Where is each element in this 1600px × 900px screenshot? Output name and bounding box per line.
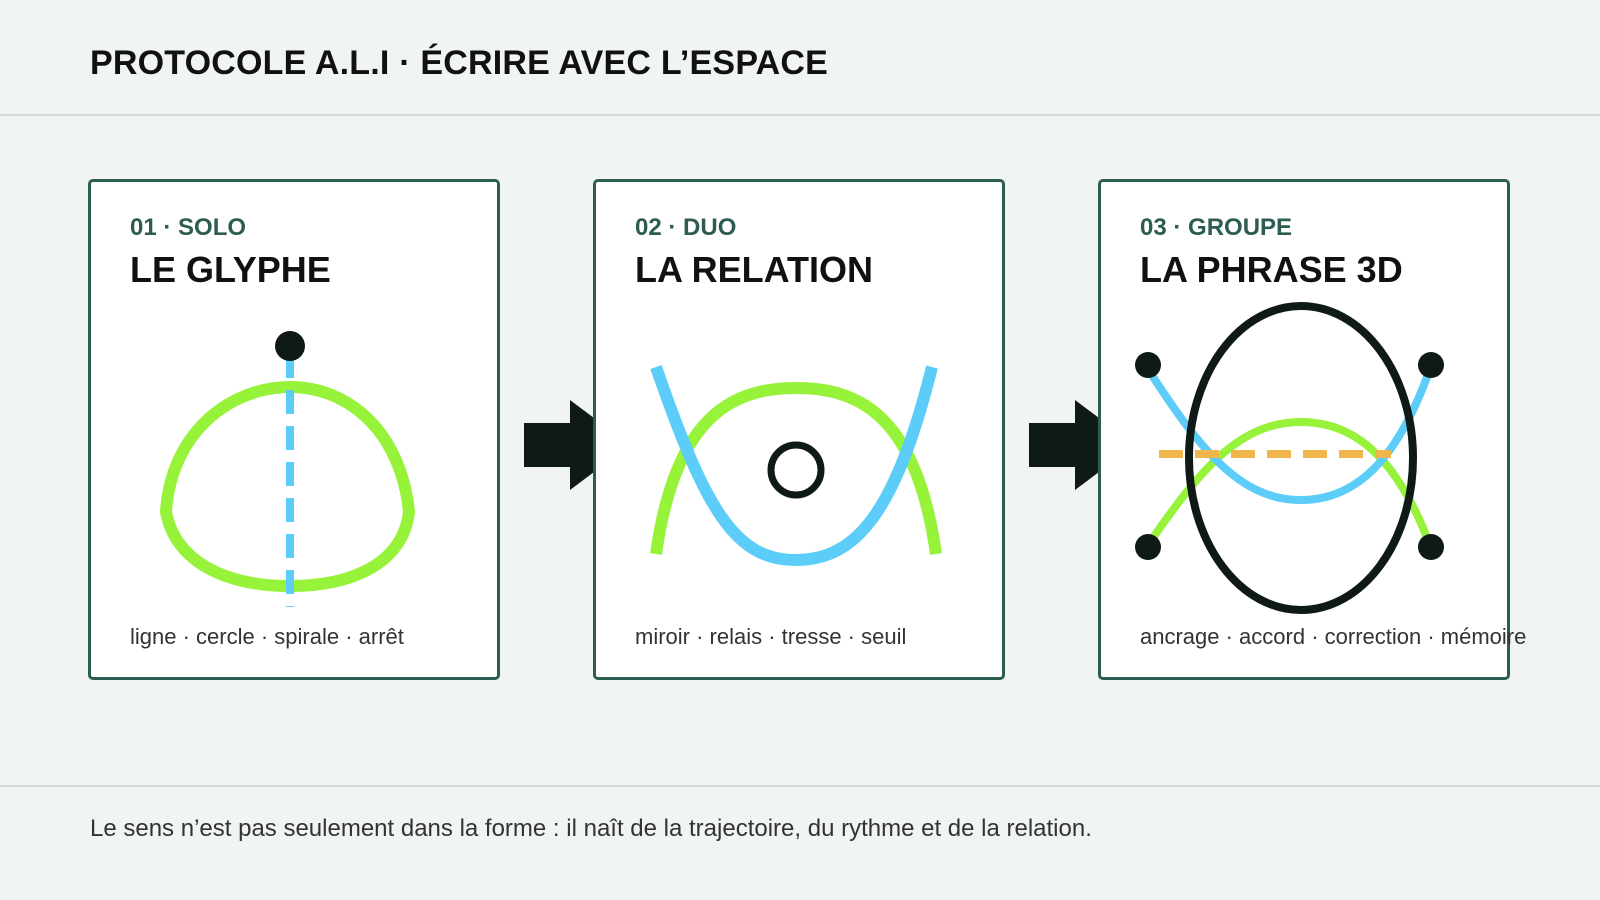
anchor-dot-bottom-left [1135,534,1161,560]
page-title: PROTOCOLE A.L.I · ÉCRIRE AVEC L’ESPACE [90,44,829,82]
anchor-dot-top-right [1418,352,1444,378]
footer: Le sens n’est pas seulement dans la form… [0,785,1600,900]
glyph-start-dot [275,331,305,361]
glyph-loop-curve [160,381,415,592]
anchor-dot-top-left [1135,352,1161,378]
card-caption: ligne · cercle · spirale · arrêt [130,624,404,649]
phrase-black-ellipse [1185,302,1417,614]
arrow-right-icon [1029,400,1135,490]
arrow-right-icon [524,400,630,490]
card-groupe: 03 · GROUPE LA PHRASE 3D ancrage · accor… [1098,179,1526,680]
card-title: LA RELATION [635,249,873,290]
relation-illustration [650,365,942,567]
relation-blue-valley [650,365,938,567]
card-duo: 02 · DUO LA RELATION miroir · relais · t… [593,179,1005,680]
anchor-dot-bottom-right [1418,534,1444,560]
card-kicker: 03 · GROUPE [1140,214,1293,241]
header: PROTOCOLE A.L.I · ÉCRIRE AVEC L’ESPACE [0,0,1600,116]
glyph-illustration [160,331,415,607]
card-caption: miroir · relais · tresse · seuil [635,624,907,649]
phrase-3d-illustration [1135,302,1444,614]
card-title: LA PHRASE 3D [1140,249,1403,290]
card-kicker: 02 · DUO [635,214,737,241]
footer-note: Le sens n’est pas seulement dans la form… [90,815,1092,842]
relation-center-ring [767,441,825,499]
card-caption: ancrage · accord · correction · mémoire [1140,624,1527,649]
card-title: LE GLYPHE [130,249,331,290]
card-solo: 01 · SOLO LE GLYPHE ligne · cercle · spi… [88,179,500,680]
card-kicker: 01 · SOLO [130,214,247,241]
